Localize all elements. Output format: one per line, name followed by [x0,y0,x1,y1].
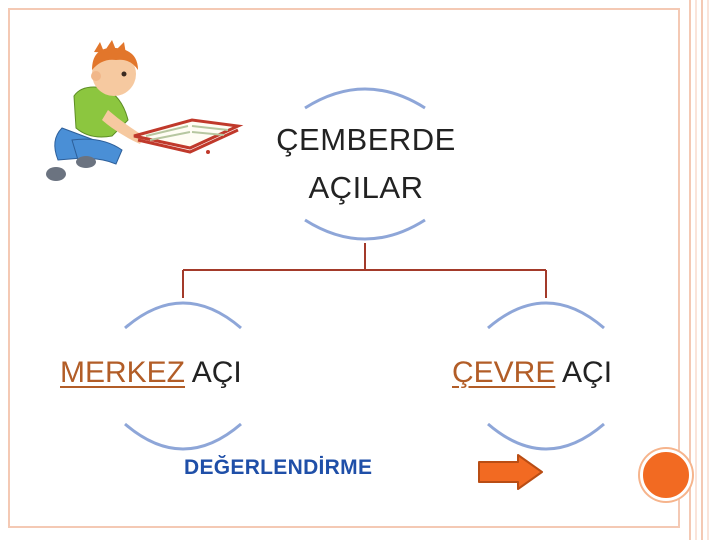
diagram-title: ÇEMBERDE AÇILAR [236,116,496,212]
title-top-arc [304,87,426,110]
merkez-link[interactable]: MERKEZ [60,356,186,389]
slide-border [8,8,680,528]
merkez-top-arc [124,301,242,330]
title-line-2: AÇILAR [308,170,424,205]
cevre-bottom-arc [487,422,605,451]
cevre-top-arc [487,301,605,330]
cevre-suffix: AÇI [555,356,613,389]
title-bottom-arc [304,218,426,241]
cevre-aci-node: ÇEVRE AÇI [452,356,692,390]
connector-tree [182,243,547,298]
merkez-aci-node: MERKEZ AÇI [60,356,320,390]
right-arrow-icon[interactable] [476,452,546,492]
title-line-1: ÇEMBERDE [276,122,456,157]
boy-reading-book-illustration [46,40,244,181]
cevre-link[interactable]: ÇEVRE [452,356,556,389]
evaluation-link[interactable]: DEĞERLENDİRME [184,456,373,479]
orange-circle-button[interactable] [640,449,692,501]
decorative-side-lines [689,0,709,540]
merkez-suffix: AÇI [185,356,242,389]
merkez-bottom-arc [124,422,242,451]
